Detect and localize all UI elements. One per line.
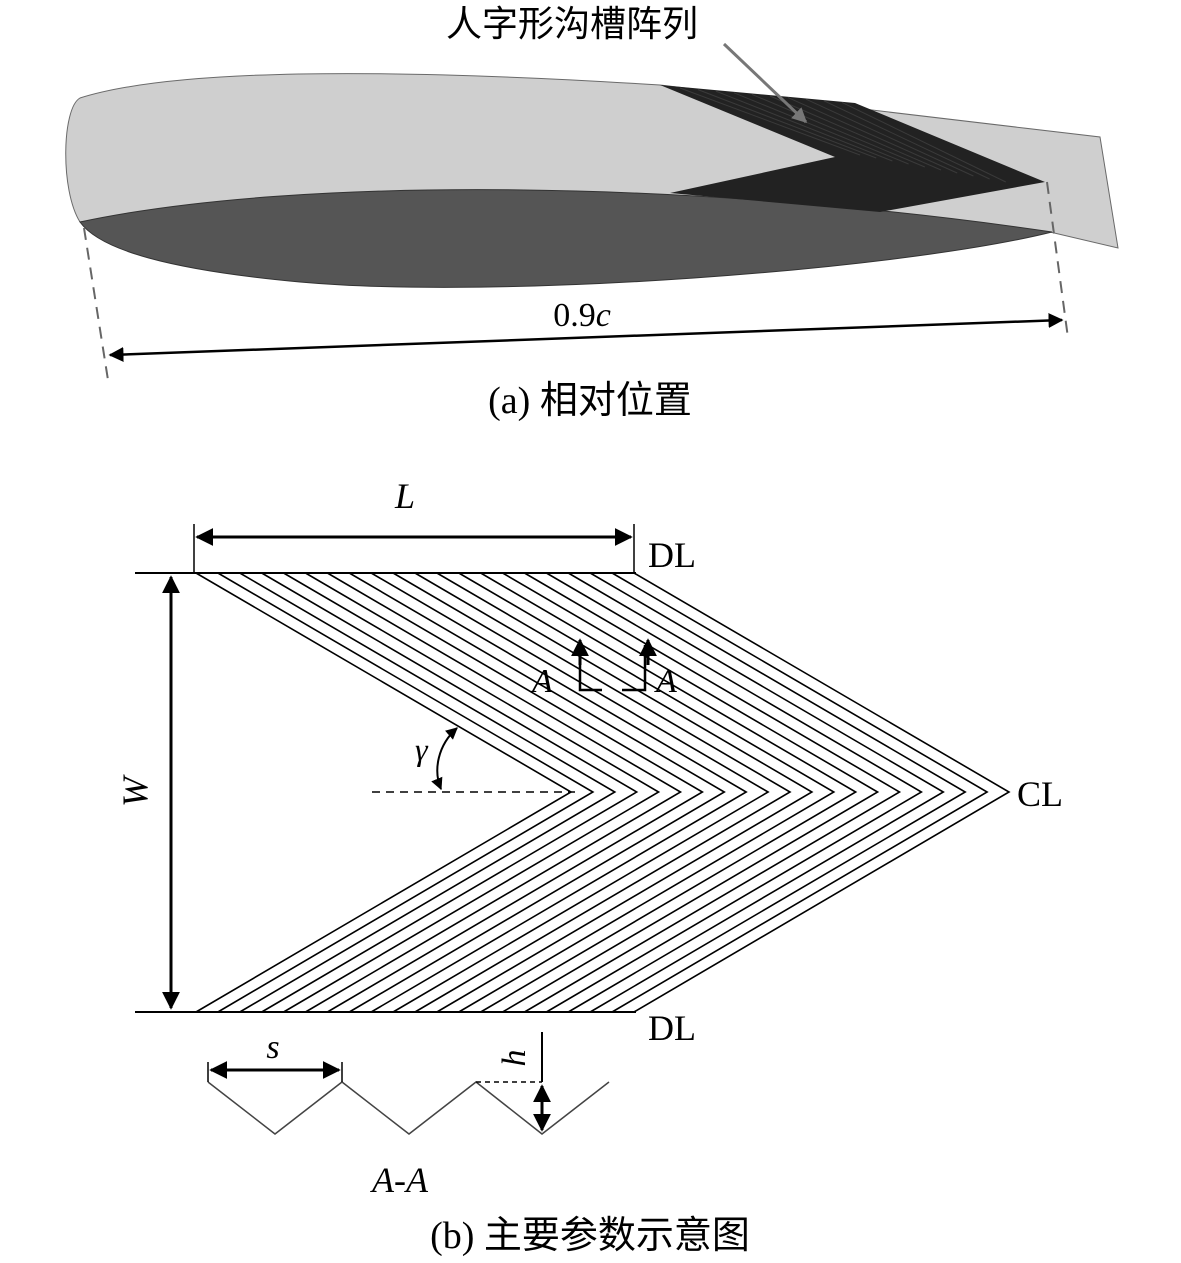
chevron-groove-line — [436, 572, 814, 1013]
groove-texture-line — [751, 93, 925, 168]
dimension-arrow-chord — [108, 313, 1064, 362]
callout-leader-line — [722, 42, 808, 124]
chevron-groove-line — [305, 572, 683, 1013]
groove-texture-line — [823, 100, 990, 180]
groove-texture-line — [697, 89, 877, 159]
chevron-groove-line — [217, 572, 595, 1013]
airfoil-lower-surface — [79, 189, 1053, 288]
gamma-angle-arc — [431, 727, 458, 791]
callout-label: 人字形沟槽阵列 — [446, 4, 698, 44]
groove-texture-line — [841, 101, 1007, 183]
section-title: A-A — [370, 1160, 429, 1200]
chevron-groove-line — [348, 572, 726, 1013]
section-marker — [578, 645, 647, 692]
groove-texture-line — [805, 98, 974, 177]
groove-texture-line — [787, 97, 958, 174]
chevron-groove-line — [611, 572, 989, 1013]
chevron-groove-line — [414, 572, 792, 1013]
label-cl: CL — [1017, 774, 1063, 814]
groove-texture-line — [679, 87, 861, 156]
chevron-groove-line — [524, 572, 902, 1013]
groove-cross-section — [207, 1081, 610, 1135]
extension-line-right — [1046, 181, 1069, 339]
extension-line-left — [83, 227, 109, 381]
chevron-groove-line — [239, 572, 617, 1013]
label-w: W — [115, 774, 155, 807]
label-section-right: A — [654, 663, 677, 700]
label-dl-top: DL — [648, 535, 696, 575]
chevron-groove-line — [633, 572, 1011, 1013]
chevron-groove-line — [589, 572, 967, 1013]
chevron-groove-line — [392, 572, 770, 1013]
groove-texture-line — [715, 90, 893, 162]
panel-a: 人字形沟槽阵列 0.9c (a) 相对位置 — [65, 4, 1119, 422]
chevron-groove-line — [502, 572, 880, 1013]
groove-texture-line — [733, 92, 909, 165]
chevron-groove-line — [261, 572, 639, 1013]
groove-texture — [679, 87, 1007, 183]
caption-a: (a) 相对位置 — [488, 380, 692, 422]
caption-b: (b) 主要参数示意图 — [430, 1215, 750, 1257]
chevron-groove-line — [283, 572, 661, 1013]
label-section-left: A — [530, 663, 553, 700]
chevron-groove-line — [545, 572, 923, 1013]
label-gamma: γ — [415, 731, 429, 767]
label-s: s — [266, 1029, 279, 1066]
label-dl-bottom: DL — [648, 1008, 696, 1048]
chevron-groove-line — [326, 572, 704, 1013]
dimension-label: 0.9c — [553, 297, 611, 334]
chevron-groove-line — [480, 572, 858, 1013]
chevron-groove-lines — [195, 572, 1011, 1013]
chevron-groove-line — [370, 572, 748, 1013]
label-h: h — [496, 1050, 533, 1067]
chevron-groove-line — [567, 572, 945, 1013]
label-l: L — [394, 476, 415, 516]
panel-b: L W DL DL CL γ A A s h A-A (b) 主要参数示意图 — [115, 476, 1063, 1257]
